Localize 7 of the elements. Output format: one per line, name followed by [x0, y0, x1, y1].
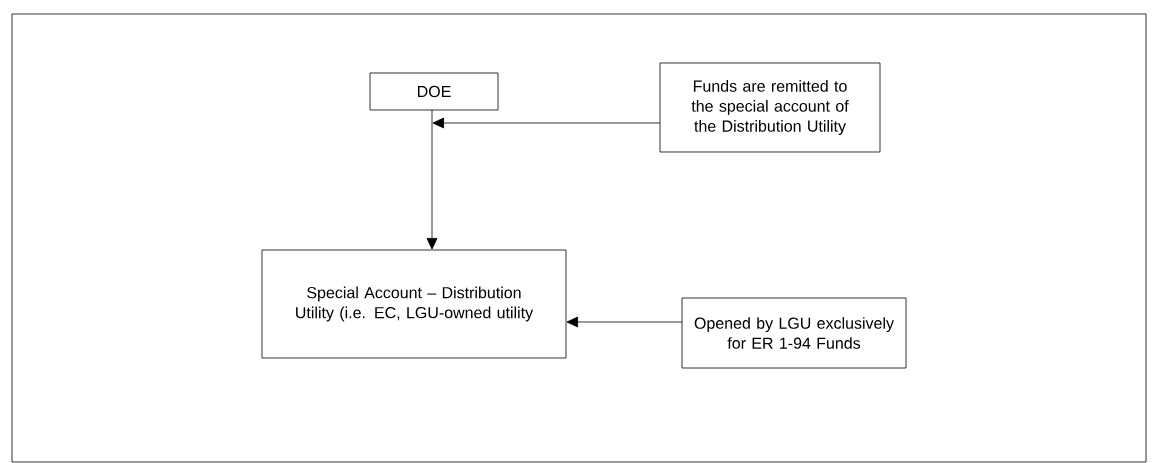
arrow	[432, 117, 661, 129]
process-box: Special Account – Distribution Utility (i.e. EC, LGU-owned utility	[261, 249, 567, 359]
arrow	[426, 109, 438, 250]
arrow	[566, 316, 683, 328]
process-box: DOE	[369, 72, 499, 111]
process-box: Opened by LGU exclusively for ER 1-94 Funds	[681, 297, 907, 369]
process-box: Funds are remitted to the special account of the Distribution Utility	[659, 62, 881, 153]
